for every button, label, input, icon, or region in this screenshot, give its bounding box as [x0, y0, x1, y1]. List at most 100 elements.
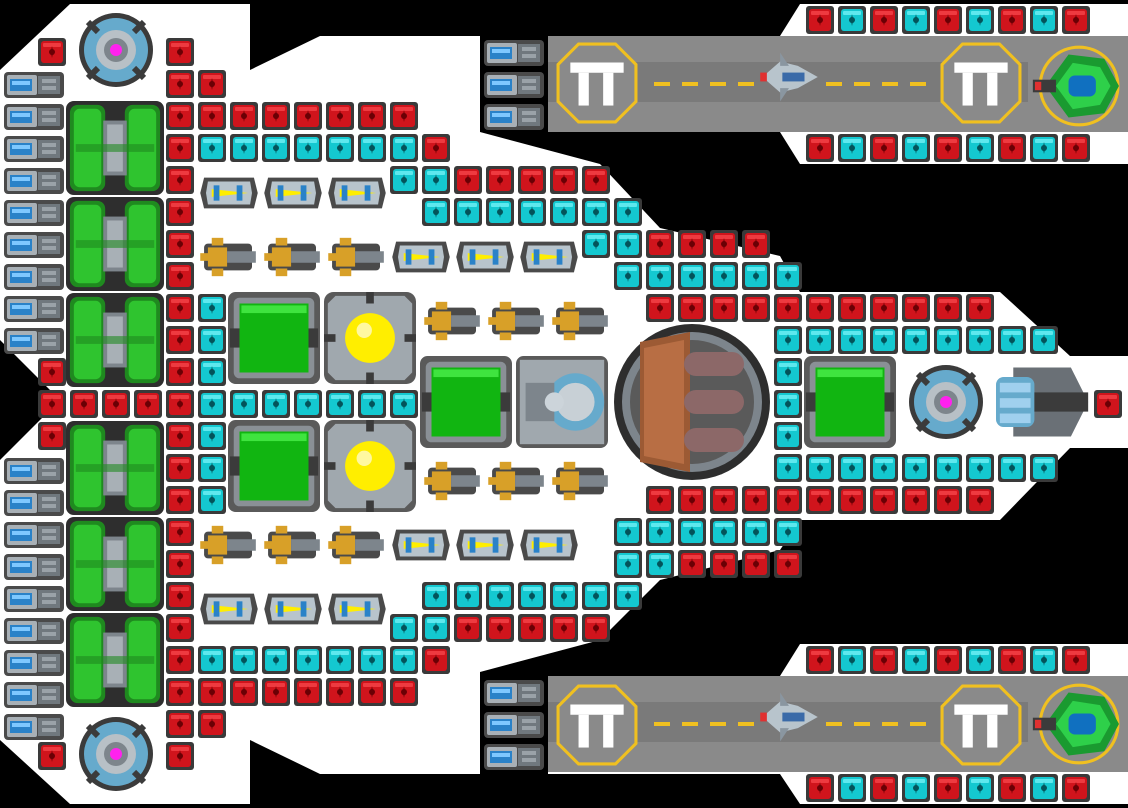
- armor-block-icon: [838, 294, 866, 322]
- armor-block-icon: [166, 230, 194, 258]
- armor-block-icon: [422, 166, 450, 194]
- power-reactor-icon[interactable]: [420, 356, 512, 448]
- armor-block-icon: [934, 6, 962, 34]
- armor-block-icon: [742, 262, 770, 290]
- missile-launcher-icon[interactable]: [392, 241, 450, 273]
- armor-block-icon: [774, 294, 802, 322]
- missile-launcher-icon[interactable]: [328, 177, 386, 209]
- autocannon-icon[interactable]: [552, 301, 608, 341]
- power-reactor-icon[interactable]: [228, 420, 320, 512]
- armor-block-icon: [966, 6, 994, 34]
- fuel-tank-icon: [66, 516, 164, 612]
- shield-generator-icon[interactable]: [909, 365, 983, 439]
- railgun-icon[interactable]: [996, 367, 1089, 437]
- armor-block-icon: [198, 710, 226, 738]
- armor-block-icon: [166, 582, 194, 610]
- armor-block-icon: [902, 294, 930, 322]
- armor-block-icon: [166, 486, 194, 514]
- armor-block-icon: [774, 326, 802, 354]
- armor-block-icon: [710, 486, 738, 514]
- armor-block-icon: [166, 358, 194, 386]
- hangar-bay-bottom[interactable]: [484, 676, 1128, 772]
- armor-block-icon: [806, 326, 834, 354]
- armor-block-icon: [166, 614, 194, 642]
- armor-block-icon: [934, 454, 962, 482]
- autocannon-icon[interactable]: [424, 301, 480, 341]
- armor-block-icon: [166, 390, 194, 418]
- armor-block-icon: [998, 774, 1026, 802]
- radar-dish-icon[interactable]: [516, 356, 608, 448]
- power-reactor-icon[interactable]: [804, 356, 896, 448]
- thruster-icon: [4, 682, 64, 708]
- armor-block-icon: [358, 678, 386, 706]
- armor-block-icon: [38, 422, 66, 450]
- main-cannon-turret-icon[interactable]: [614, 324, 770, 480]
- armor-block-icon: [870, 294, 898, 322]
- armor-block-icon: [614, 582, 642, 610]
- armor-block-icon: [614, 198, 642, 226]
- armor-block-icon: [582, 166, 610, 194]
- autocannon-icon[interactable]: [552, 461, 608, 501]
- armor-block-icon: [806, 134, 834, 162]
- missile-launcher-icon[interactable]: [264, 593, 322, 625]
- armor-block-icon: [742, 518, 770, 546]
- armor-block-icon: [870, 646, 898, 674]
- armor-block-icon: [678, 486, 706, 514]
- armor-block-icon: [486, 198, 514, 226]
- thruster-icon: [4, 200, 64, 226]
- armor-block-icon: [294, 678, 322, 706]
- shield-generator-icon[interactable]: [79, 717, 153, 791]
- missile-launcher-icon[interactable]: [264, 177, 322, 209]
- shield-generator-icon[interactable]: [79, 13, 153, 87]
- missile-launcher-icon[interactable]: [200, 177, 258, 209]
- thruster-icon: [484, 104, 544, 130]
- armor-block-icon: [838, 646, 866, 674]
- armor-block-icon: [358, 134, 386, 162]
- yellow-core-icon[interactable]: [324, 292, 416, 384]
- armor-block-icon: [902, 326, 930, 354]
- armor-block-icon: [1062, 134, 1090, 162]
- armor-block-icon: [70, 390, 98, 418]
- missile-launcher-icon[interactable]: [520, 529, 578, 561]
- autocannon-icon[interactable]: [488, 301, 544, 341]
- missile-launcher-icon[interactable]: [456, 529, 514, 561]
- autocannon-icon[interactable]: [488, 461, 544, 501]
- armor-block-icon: [614, 230, 642, 258]
- armor-block-icon: [262, 134, 290, 162]
- autocannon-icon[interactable]: [424, 461, 480, 501]
- armor-block-icon: [454, 582, 482, 610]
- armor-block-icon: [294, 102, 322, 130]
- armor-block-icon: [710, 550, 738, 578]
- armor-block-icon: [806, 646, 834, 674]
- yellow-core-icon[interactable]: [324, 420, 416, 512]
- thruster-icon: [4, 650, 64, 676]
- thruster-icon: [484, 712, 544, 738]
- missile-launcher-icon[interactable]: [520, 241, 578, 273]
- armor-block-icon: [1030, 6, 1058, 34]
- missile-launcher-icon[interactable]: [456, 241, 514, 273]
- hangar-bay-icon: [556, 684, 638, 766]
- armor-block-icon: [1094, 390, 1122, 418]
- armor-block-icon: [390, 646, 418, 674]
- armor-block-icon: [198, 358, 226, 386]
- armor-block-icon: [550, 166, 578, 194]
- armor-block-icon: [518, 582, 546, 610]
- missile-launcher-icon[interactable]: [328, 593, 386, 625]
- hangar-bay-icon: [940, 684, 1022, 766]
- power-reactor-icon[interactable]: [228, 292, 320, 384]
- missile-launcher-icon[interactable]: [200, 593, 258, 625]
- armor-block-icon: [166, 646, 194, 674]
- thruster-icon: [484, 72, 544, 98]
- armor-block-icon: [486, 582, 514, 610]
- armor-block-icon: [326, 102, 354, 130]
- armor-block-icon: [422, 134, 450, 162]
- armor-block-icon: [1030, 326, 1058, 354]
- armor-block-icon: [998, 134, 1026, 162]
- thruster-icon: [484, 40, 544, 66]
- missile-launcher-icon[interactable]: [392, 529, 450, 561]
- armor-block-icon: [198, 102, 226, 130]
- hangar-bay-top[interactable]: [484, 36, 1128, 132]
- armor-block-icon: [166, 678, 194, 706]
